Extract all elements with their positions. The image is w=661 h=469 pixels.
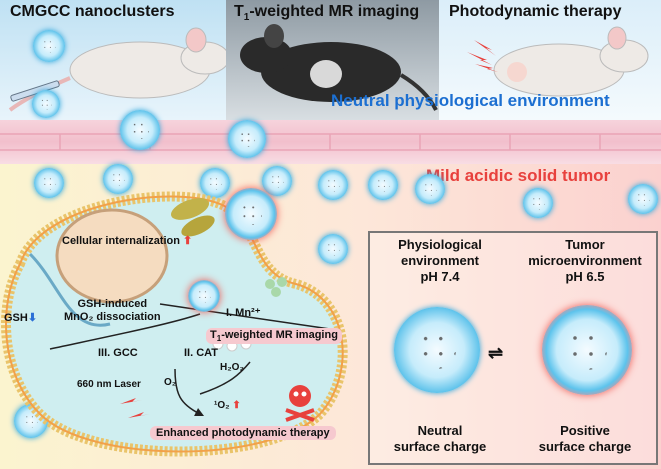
cell-membrane — [1, 191, 348, 457]
positive-nanocluster — [542, 305, 632, 395]
equilibrium-arrows-icon: ⇌ — [488, 343, 504, 363]
mn-label: I. Mn²⁺ — [226, 307, 261, 319]
nanocluster-particle — [228, 120, 266, 158]
o2-label: O₂ — [164, 377, 177, 388]
laser-label: 660 nm Laser — [77, 379, 141, 390]
neutral-nanocluster — [394, 307, 480, 393]
nanocluster-particle — [103, 164, 133, 194]
arrow-up-icon: ⬆ — [232, 400, 241, 411]
arrow-up-icon: ⬆ — [183, 235, 193, 247]
mri-pill-label: T1-weighted MR imaging — [206, 328, 342, 345]
cat-label: II. CAT — [184, 347, 219, 359]
charged-nanocluster — [188, 280, 220, 312]
internalization-label: Cellular internalization ⬆ — [62, 235, 193, 247]
mouse-black-illustration — [240, 24, 438, 111]
panel1-title: CMGCC nanoclusters — [10, 3, 175, 20]
tumor-region: Mild acidic solid tumor Cellular interna… — [0, 164, 661, 469]
nanocluster-particle — [120, 110, 160, 150]
singlet-oxygen-label: ¹O₂ ⬆ — [214, 400, 241, 411]
panel-mr-imaging: T1-weighted MR imaging — [226, 0, 439, 120]
nanocluster-particle — [368, 170, 398, 200]
nanocluster-particle — [33, 30, 65, 62]
mouse-white-pdt-illustration — [467, 26, 649, 97]
panel2-title: T1-weighted MR imaging — [234, 3, 420, 24]
mouse-white-illustration — [8, 27, 226, 112]
neutral-environment-label: Neutral physiological environment — [331, 91, 610, 110]
cell-nucleus — [55, 208, 169, 304]
gsh-label: GSH⬇ — [4, 312, 38, 324]
nanocluster-particle — [34, 168, 64, 198]
arrow-down-icon: ⬇ — [27, 312, 38, 324]
acidic-tumor-label: Mild acidic solid tumor — [426, 166, 611, 185]
panel3-title: Photodynamic therapy — [449, 3, 622, 20]
panel-nanoclusters: CMGCC nanoclusters — [0, 0, 226, 120]
nanocluster-particle — [318, 170, 348, 200]
nanocluster-particle — [318, 234, 348, 264]
nanocluster-particle — [200, 168, 230, 198]
nanocluster-particle — [415, 174, 445, 204]
panel-pdt: Photodynamic therapy Neutral physiologic… — [331, 0, 661, 120]
nanocluster-particle — [32, 90, 60, 118]
charged-nanocluster — [225, 188, 277, 240]
pdt-pill-label: Enhanced photodynamic therapy — [150, 426, 336, 440]
nanocluster-particle — [523, 188, 553, 218]
nanocluster-particle — [628, 184, 658, 214]
nanocluster-particle — [262, 166, 292, 196]
blood-vessel-wall — [0, 110, 661, 164]
gcc-label: III. GCC — [98, 347, 138, 359]
h2o2-label: H₂O₂ — [220, 362, 244, 373]
